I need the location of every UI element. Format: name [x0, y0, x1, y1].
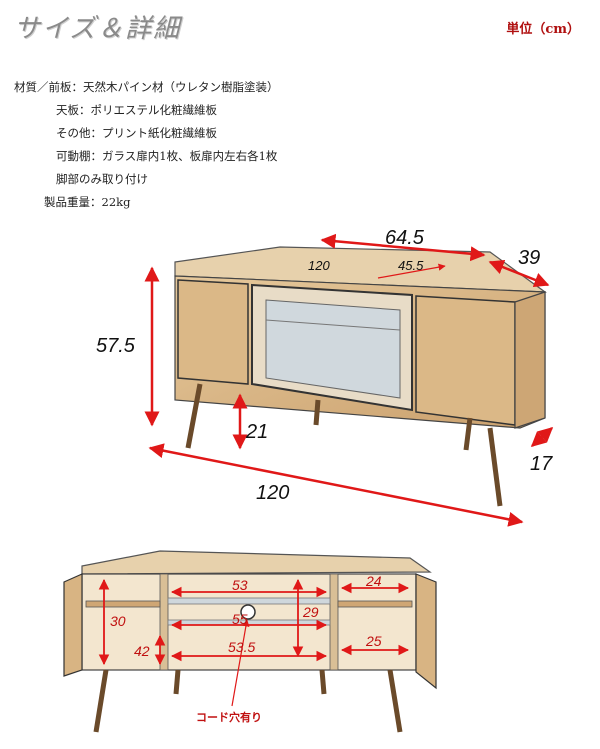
dim-left-height: 30	[110, 613, 126, 629]
dim-center-width: 55	[232, 611, 248, 627]
dim-left-lower-height: 42	[134, 643, 150, 659]
dim-top-width-inner: 120	[308, 258, 330, 273]
spec-list: 材質／前板：天然木パイン材（ウレタン樹脂塗装） 天板：ポリエステル化粧繊維板 そ…	[14, 76, 279, 214]
tv-stand-perspective	[174, 246, 547, 507]
dim-side-depth: 39	[518, 247, 540, 269]
dimension-arrows-bottom	[98, 578, 410, 707]
page-title: サイズ＆詳細	[14, 14, 182, 44]
dimension-arrows-top	[144, 233, 554, 527]
dim-upper-center-width: 53	[232, 577, 248, 593]
spec-top: 天板：ポリエステル化粧繊維板	[56, 103, 217, 117]
spec-legs: 脚部のみ取り付け	[56, 172, 148, 186]
spec-material: 材質／前板：天然木パイン材（ウレタン樹脂塗装）	[14, 80, 279, 94]
spec-shelf: 可動棚：ガラス扉内1枚、板扉内左右各1枚	[56, 149, 278, 163]
dim-depth: 17	[530, 453, 553, 475]
unit-label: 単位（cm）	[506, 22, 580, 37]
dim-right-lower-width: 25	[365, 633, 382, 649]
spec-weight: 製品重量：22kg	[44, 195, 131, 209]
dim-back-width: 64.5	[385, 227, 425, 249]
cord-hole-note: コード穴有り	[196, 710, 262, 724]
spec-other: その他：プリント紙化粧繊維板	[56, 126, 217, 140]
dim-height: 57.5	[96, 335, 136, 357]
dim-lower-center-width: 53.5	[228, 639, 255, 655]
dim-center-height: 29	[302, 604, 319, 620]
dim-right-shelf-width: 24	[365, 573, 382, 589]
dim-front-width: 120	[256, 482, 289, 504]
dim-corner-width: 45.5	[398, 258, 424, 273]
dim-leg-height: 21	[245, 421, 268, 443]
